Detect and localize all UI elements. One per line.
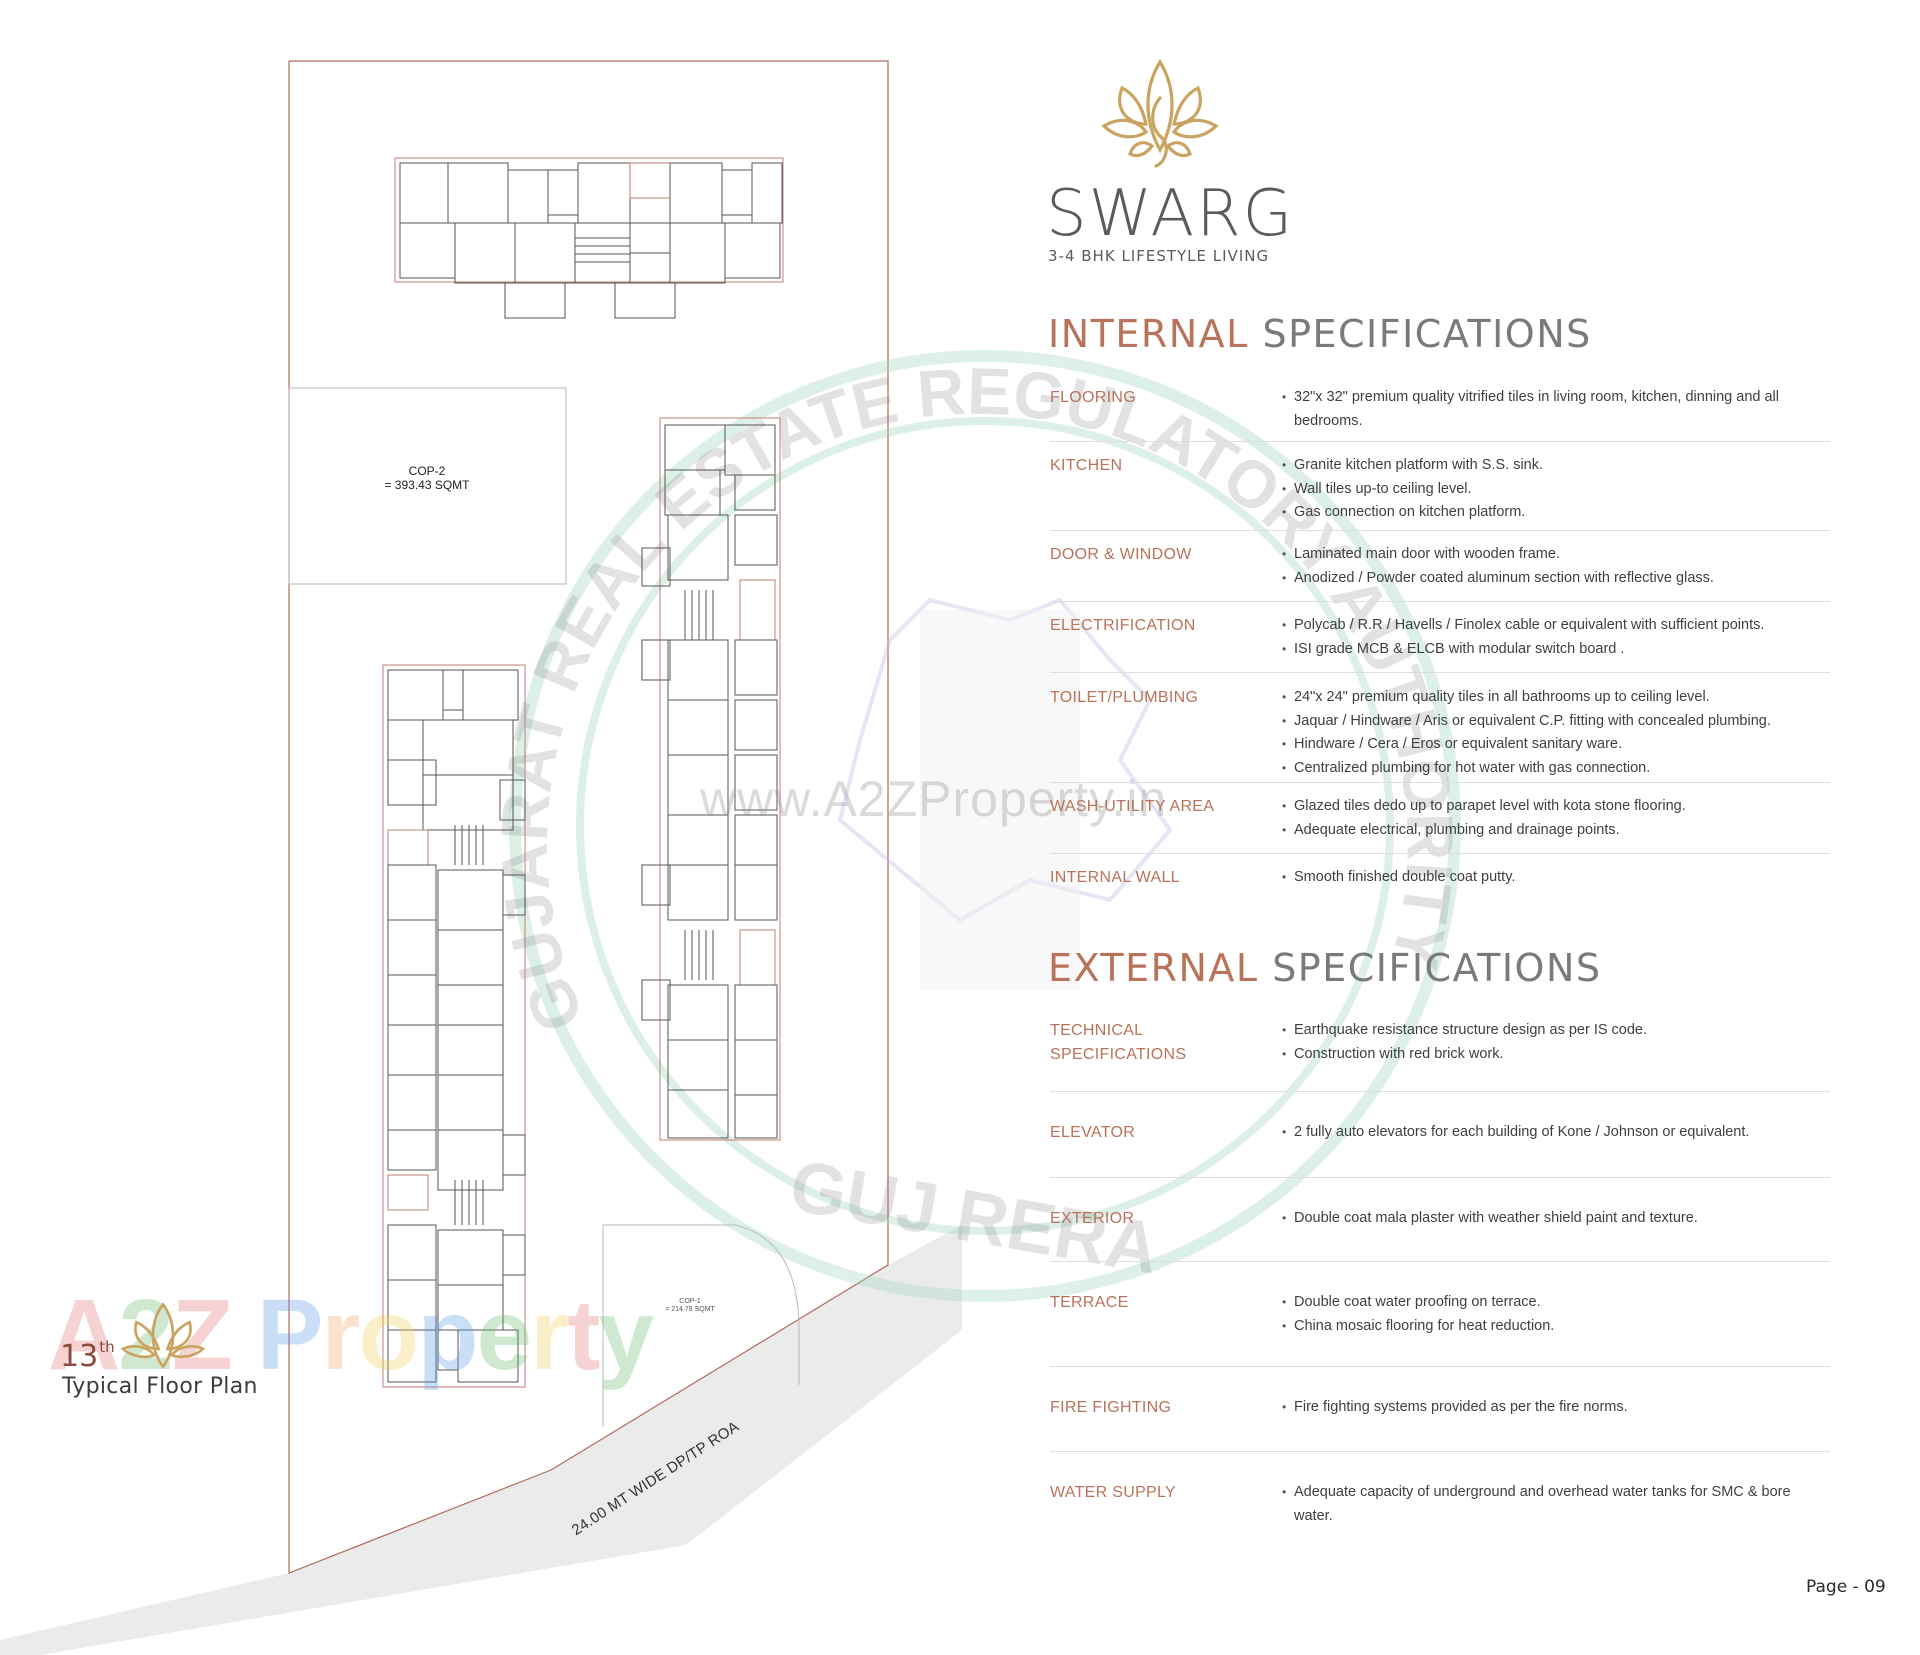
divider [1050,1177,1830,1178]
spec-item: Double coat mala plaster with weather sh… [1282,1207,1802,1231]
spec-items: Granite kitchen platform with S.S. sink.… [1282,454,1802,525]
spec-item: Centralized plumbing for hot water with … [1282,757,1802,781]
spec-label: FLOORING [1050,389,1136,406]
cop1-area [602,1224,800,1427]
spec-item: Anodized / Powder coated aluminum sectio… [1282,567,1802,591]
internal-specs-title: INTERNAL SPECIFICATIONS [1048,312,1592,356]
spec-item: Fire fighting systems provided as per th… [1282,1396,1802,1420]
spec-items: Fire fighting systems provided as per th… [1282,1396,1802,1420]
spec-item: ISI grade MCB & ELCB with modular switch… [1282,638,1802,662]
spec-items: Double coat mala plaster with weather sh… [1282,1207,1802,1231]
cop2-label: COP-2 = 393.43 SQMT [377,464,477,493]
spec-label: TERRACE [1050,1294,1129,1311]
spec-item: Adequate electrical, plumbing and draina… [1282,819,1802,843]
spec-items: Glazed tiles dedo up to parapet level wi… [1282,795,1802,842]
road-area [0,1225,962,1655]
spec-items: Polycab / R.R / Havells / Finolex cable … [1282,614,1802,661]
spec-item: Wall tiles up-to ceiling level. [1282,478,1802,502]
page-number: Page - 09 [1806,1577,1886,1597]
spec-label: EXTERIOR [1050,1210,1135,1227]
spec-item: Glazed tiles dedo up to parapet level wi… [1282,795,1802,819]
spec-item: Adequate capacity of underground and ove… [1282,1481,1802,1528]
spec-item: Jaquar / Hindware / Aris or equivalent C… [1282,710,1802,734]
spec-label: INTERNAL WALL [1050,869,1180,886]
brand-name: SWARG [1046,177,1295,251]
spec-items: Smooth finished double coat putty. [1282,866,1802,890]
floor-plan-right-building [641,417,781,1141]
spec-label: FIRE FIGHTING [1050,1399,1172,1416]
floor-plan-left-building [382,664,526,1388]
spec-label: ELEVATOR [1050,1124,1136,1141]
cop1-name: COP-1 [679,1298,701,1305]
divider [1050,1451,1830,1452]
spec-items: Double coat water proofing on terrace. C… [1282,1291,1802,1338]
spec-label: TECHNICAL SPECIFICATIONS [1050,1022,1187,1063]
divider [1050,853,1830,854]
divider [1050,441,1830,442]
spec-item: Earthquake resistance structure design a… [1282,1019,1802,1043]
divider [1050,782,1830,783]
brand-tagline: 3-4 BHK LIFESTYLE LIVING [1048,247,1270,265]
cop1-area: = 214.78 SQMT [665,1306,715,1314]
spec-item: Polycab / R.R / Havells / Finolex cable … [1282,614,1802,638]
lotus-leaf-icon [1101,58,1219,168]
spec-label: WATER SUPPLY [1050,1484,1176,1501]
spec-item: Construction with red brick work. [1282,1043,1802,1067]
url-watermark: www.A2ZProperty.in [700,771,1168,827]
spec-item: 32"x 32" premium quality vitrified tiles… [1282,386,1802,433]
spec-items: Earthquake resistance structure design a… [1282,1019,1802,1066]
divider [1050,601,1830,602]
a2z-property-watermark: A2Z Property [48,1279,654,1391]
lotus-leaf-icon-small [120,1302,206,1369]
spec-items: 32"x 32" premium quality vitrified tiles… [1282,386,1802,433]
cop2-area [288,387,567,585]
spec-item: 24"x 24" premium quality tiles in all ba… [1282,686,1802,710]
spec-item: China mosaic flooring for heat reduction… [1282,1315,1802,1339]
spec-item: Smooth finished double coat putty. [1282,866,1802,890]
divider [1050,1091,1830,1092]
spec-label: TOILET/PLUMBING [1050,689,1199,706]
cop1-label: COP-1 = 214.78 SQMT [655,1298,725,1314]
spec-item: Hindware / Cera / Eros or equivalent san… [1282,733,1802,757]
spec-items: 2 fully auto elevators for each building… [1282,1121,1802,1145]
cop2-area: = 393.43 SQMT [384,477,470,492]
spec-items: Adequate capacity of underground and ove… [1282,1481,1802,1528]
floor-plan-top-building [394,157,784,319]
spec-items: 24"x 24" premium quality tiles in all ba… [1282,686,1802,780]
spec-item: Granite kitchen platform with S.S. sink. [1282,454,1802,478]
spec-label: KITCHEN [1050,457,1123,474]
site-boundary [288,60,889,1574]
divider [1050,530,1830,531]
spec-item: Gas connection on kitchen platform. [1282,501,1802,525]
spec-item: Double coat water proofing on terrace. [1282,1291,1802,1315]
spec-label: ELECTRIFICATION [1050,617,1196,634]
spec-label: WASH-UTILITY AREA [1050,798,1215,815]
spec-item: 2 fully auto elevators for each building… [1282,1121,1802,1145]
floor-plan-caption: Typical Floor Plan [62,1374,258,1399]
floor-number: 13th [60,1338,115,1374]
cop2-name: COP-2 [408,464,446,478]
spec-label: DOOR & WINDOW [1050,546,1192,563]
external-specs-title: EXTERNAL SPECIFICATIONS [1048,946,1602,990]
divider [1050,672,1830,673]
divider [1050,1261,1830,1262]
spec-items: Laminated main door with wooden frame. A… [1282,543,1802,590]
spec-item: Laminated main door with wooden frame. [1282,543,1802,567]
divider [1050,1366,1830,1367]
